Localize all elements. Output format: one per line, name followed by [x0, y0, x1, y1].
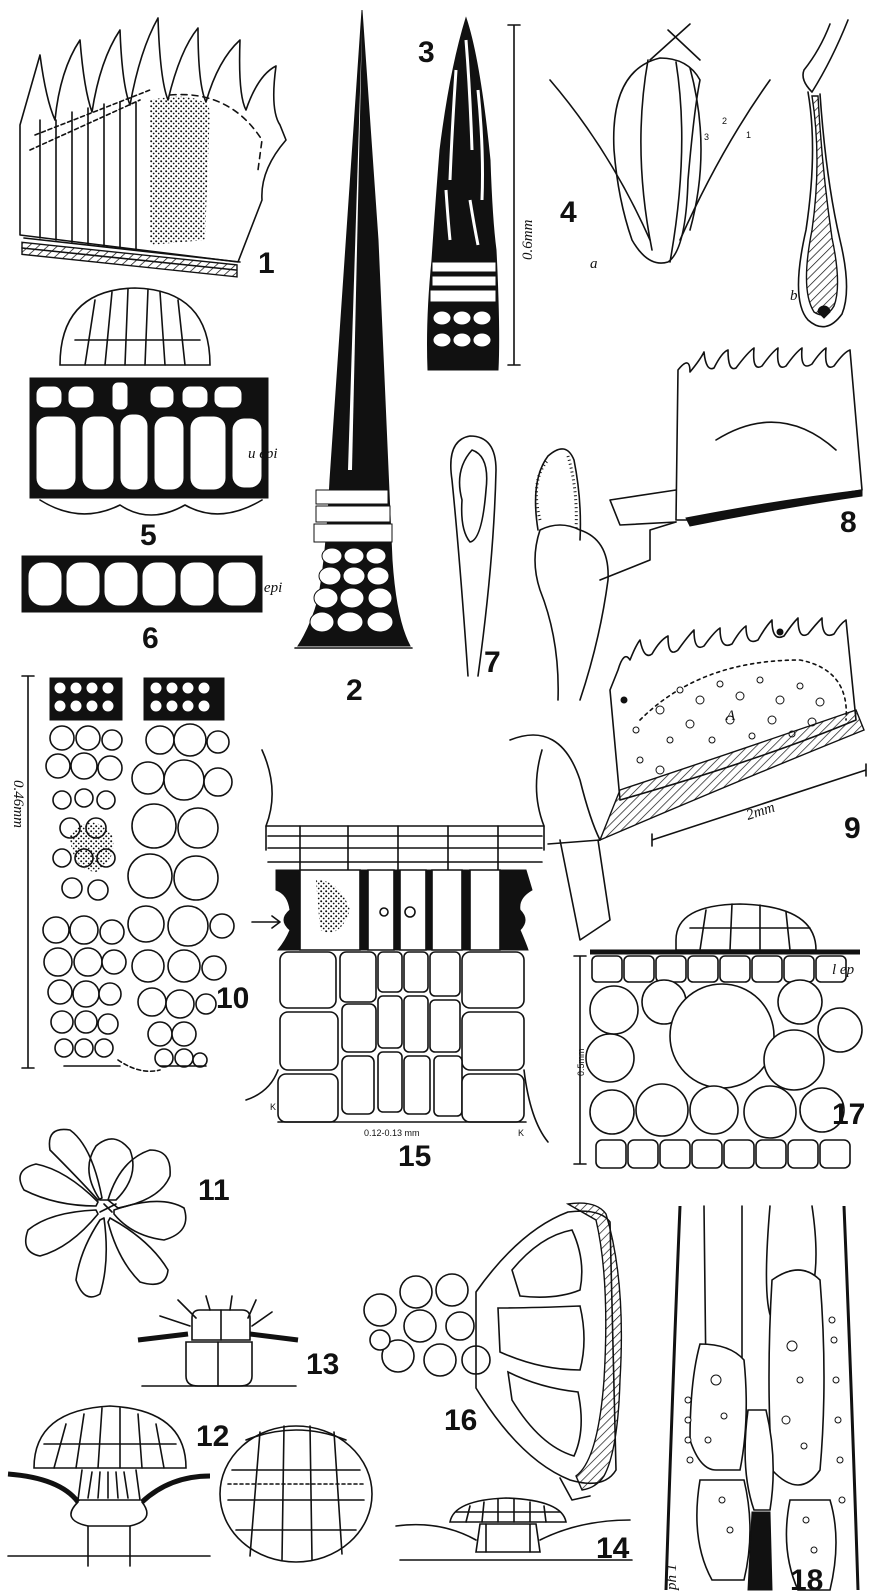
figure-12-number: 12 — [196, 1420, 229, 1453]
figure-3-young-spine — [428, 18, 521, 370]
fig9-label-A: A — [725, 708, 736, 724]
figure-1-number: 1 — [258, 247, 275, 280]
fig4-curve-3: 3 — [704, 132, 709, 142]
figure-4-outlines — [550, 20, 848, 327]
figure-1-leaf-margin — [20, 18, 286, 277]
figure-12-peltate-gland — [8, 1406, 372, 1566]
figure-4-number: 4 — [560, 196, 577, 229]
figure-17-number: 17 — [832, 1098, 865, 1131]
scale-label-fig9: 2mm — [744, 800, 777, 824]
figure-6-number: 6 — [142, 622, 159, 655]
figure-14-number: 14 — [596, 1532, 630, 1565]
figure-17-leaf-section — [574, 904, 862, 1168]
fig4-label-a: a — [590, 256, 598, 272]
figure-18-number: 18 — [790, 1564, 823, 1596]
fig4-curve-2: 2 — [722, 116, 727, 126]
figure-9-glandular-lobe — [510, 618, 866, 940]
figure-2-spine — [295, 10, 412, 648]
figure-8-number: 8 — [840, 506, 857, 539]
fig4-label-b: b — [790, 288, 798, 304]
figure-15-cross-section — [246, 750, 548, 1142]
figure-10-number: 10 — [216, 982, 249, 1015]
scale-label-fig17: 0.5mm — [576, 1048, 586, 1076]
figure-13-number: 13 — [306, 1348, 339, 1381]
figure-8-fringed-lobe — [600, 348, 862, 580]
figure-13-small-gland — [138, 1296, 298, 1386]
figure-3-number: 3 — [418, 36, 435, 69]
scale-label-fig3: 0.6mm — [520, 219, 536, 260]
figure-5-gland-section — [30, 288, 268, 515]
figure-10-cell-strands — [22, 676, 234, 1071]
figure-16-number: 16 — [444, 1404, 477, 1437]
figure-18-vascular-strand — [666, 1206, 858, 1590]
figure-7-number: 7 — [484, 646, 501, 679]
figure-16-gland-with-cells — [364, 1203, 621, 1500]
figure-2-number: 2 — [346, 674, 363, 707]
fig18-label: ph 1 — [664, 1564, 680, 1591]
figure-6-lower-epidermis — [22, 556, 262, 612]
fig17-label-epi: l ep — [832, 962, 855, 978]
figure-5-number: 5 — [140, 519, 157, 552]
scale-label-fig10: 0.46mm — [10, 780, 26, 828]
figure-15-number: 15 — [398, 1140, 431, 1173]
fig5-label-upper-epi: u epi — [248, 446, 278, 462]
figure-7-leaf-shapes — [451, 436, 608, 700]
fig15-label-left-k: K — [270, 1102, 276, 1112]
fig4-curve-1: 1 — [746, 130, 751, 140]
figure-9-number: 9 — [844, 812, 861, 845]
figure-11-rosette — [20, 1129, 186, 1297]
figure-11-number: 11 — [198, 1174, 230, 1207]
fig6-label-lower-epi: l epi — [256, 580, 282, 596]
fig15-label-right-k: K — [518, 1128, 524, 1138]
scale-label-fig15: 0.12-0.13 mm — [364, 1128, 420, 1138]
